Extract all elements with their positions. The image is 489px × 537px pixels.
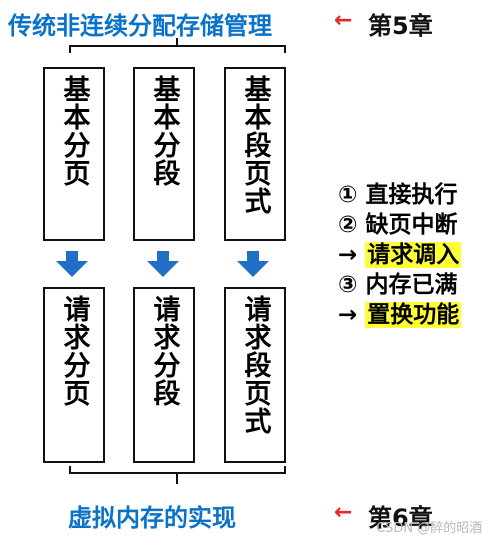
side-item: ③ 内存已满 bbox=[338, 270, 461, 300]
side-item: → 请求调入 bbox=[338, 240, 462, 270]
box-basic-segmented-paging: 基本段页式 bbox=[224, 67, 286, 241]
box-label: 请求分段 bbox=[148, 295, 180, 407]
right-arrow-icon: → bbox=[338, 242, 358, 268]
top-brace bbox=[69, 45, 286, 53]
footer-chapter: 第6章 bbox=[368, 504, 433, 532]
side-item: ① 直接执行 bbox=[338, 180, 461, 210]
side-list: ① 直接执行 ② 缺页中断 → 请求调入 ③ 内存已满 → 置换功能 bbox=[338, 180, 462, 330]
box-label: 请求段页式 bbox=[239, 295, 271, 435]
box-basic-paging: 基本分页 bbox=[43, 67, 105, 241]
box-basic-segmentation: 基本分段 bbox=[133, 67, 195, 241]
box-label: 基本分段 bbox=[148, 75, 180, 187]
box-label: 基本段页式 bbox=[239, 75, 271, 215]
side-item-text: 直接执行 bbox=[365, 182, 458, 208]
side-item-text: 内存已满 bbox=[365, 272, 458, 298]
footer-left-arrow-icon: ← bbox=[334, 500, 353, 525]
box-demand-paging: 请求分页 bbox=[43, 287, 105, 463]
down-arrow-icon bbox=[237, 251, 269, 277]
header-title: 传统非连续分配存储管理 bbox=[8, 12, 272, 40]
box-demand-segmentation: 请求分段 bbox=[133, 287, 195, 463]
watermark: CSDN @醉的昭酒 bbox=[376, 521, 483, 536]
header-chapter: 第5章 bbox=[368, 12, 433, 40]
bottom-brace bbox=[69, 466, 286, 474]
footer-title: 虚拟内存的实现 bbox=[68, 504, 236, 532]
side-item-text-highlighted: 请求调入 bbox=[365, 242, 462, 268]
box-label: 基本分页 bbox=[58, 75, 90, 187]
side-item-text-highlighted: 置换功能 bbox=[365, 302, 462, 328]
box-demand-segmented-paging: 请求段页式 bbox=[224, 287, 286, 463]
circled-three-icon: ③ bbox=[338, 272, 358, 298]
circled-one-icon: ① bbox=[338, 182, 358, 208]
side-item-text: 缺页中断 bbox=[365, 212, 458, 238]
circled-two-icon: ② bbox=[338, 212, 358, 238]
box-label: 请求分页 bbox=[58, 295, 90, 407]
down-arrow-icon bbox=[56, 251, 88, 277]
side-item: → 置换功能 bbox=[338, 300, 462, 330]
side-item: ② 缺页中断 bbox=[338, 210, 461, 240]
down-arrow-icon bbox=[147, 251, 179, 277]
right-arrow-icon: → bbox=[338, 302, 358, 328]
header-left-arrow-icon: ← bbox=[334, 8, 353, 33]
